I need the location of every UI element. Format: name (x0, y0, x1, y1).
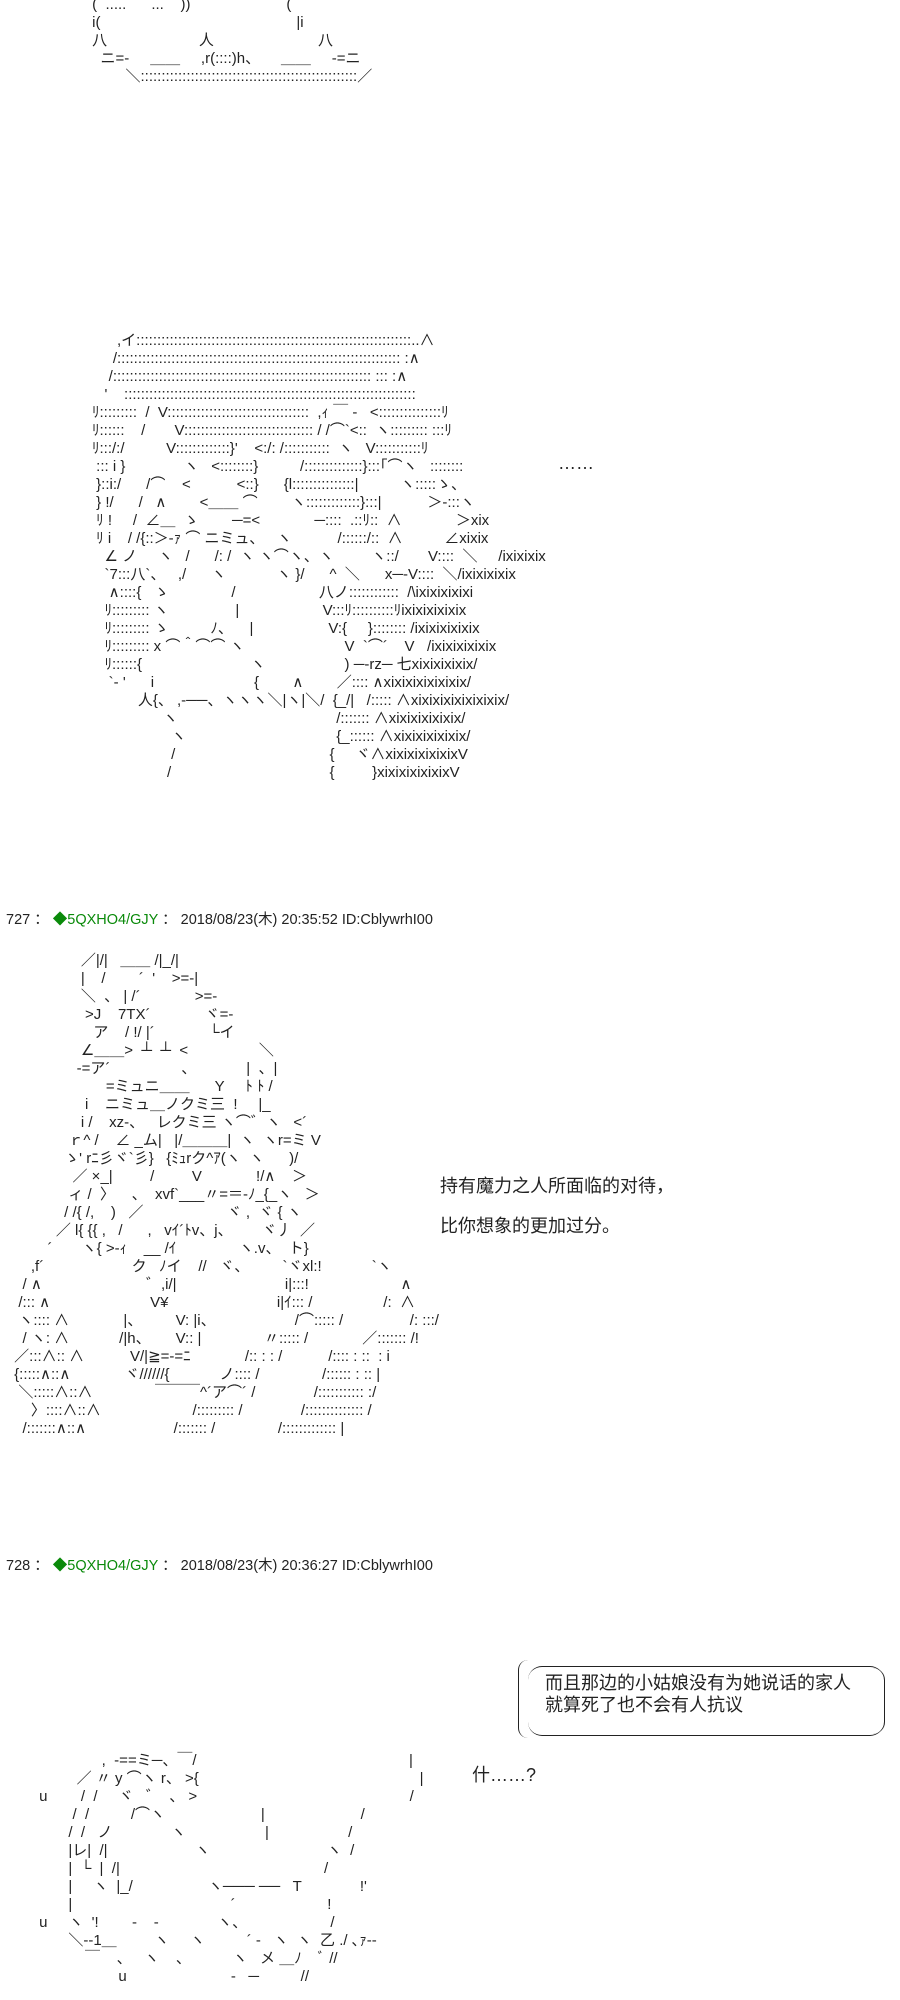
bubble-line-1: 而且那边的小姑娘没有为她说话的家人 (545, 1673, 851, 1693)
poster-trip[interactable]: ◆5QXHO4/GJY (52, 1558, 159, 1574)
speech-bubble-right-edge (872, 1668, 885, 1734)
poster-trip[interactable]: ◆5QXHO4/GJY (52, 912, 159, 928)
post-datetime: 2018/08/23(木) 20:35:52 (180, 912, 338, 928)
post-number: 728 (6, 1558, 31, 1574)
narration-line-2: 比你想象的更加过分。 (440, 1216, 620, 1236)
separator: ： (162, 1558, 177, 1574)
speech-bubble-text: 而且那边的小姑娘没有为她说话的家人 就算死了也不会有人抗议 (545, 1672, 851, 1716)
post-id[interactable]: ID:CblywrhI00 (341, 1558, 433, 1574)
ascii-art-scene-3: , -==ミ─、￣/ | ／ 〃 y ⌒ヽ r、 >{ | u / / ヾ ゛ … (39, 1752, 424, 1985)
post-datetime: 2018/08/23(木) 20:36:27 (180, 1558, 338, 1574)
post-id[interactable]: ID:CblywrhI00 (341, 912, 433, 928)
separator: ： (162, 912, 177, 928)
ascii-art-scene-2: ／|/| ＿＿ /|_/| | / ´ ' >=-| ＼ 、 | /´ >=- … (14, 952, 439, 1437)
speech-bubble-left-edge (518, 1660, 533, 1738)
speech-bubble (528, 1666, 884, 1736)
post-number: 727 (6, 912, 31, 928)
exclamation-text: 什……? (472, 1765, 537, 1785)
post-header-728: 728 ： ◆5QXHO4/GJY ： 2018/08/23(木) 20:36:… (6, 1554, 433, 1575)
ascii-art-top: ( ..... ... )) ( i( |i 八 人 八 ニ=- ＿＿ ,r(:… (92, 0, 373, 85)
separator: ： (34, 912, 49, 928)
bubble-line-2: 就算死了也不会有人抗议 (545, 1695, 743, 1715)
post-header-727: 727 ： ◆5QXHO4/GJY ： 2018/08/23(木) 20:35:… (6, 908, 433, 929)
ellipsis-text: …… (558, 453, 594, 473)
narration-line-1: 持有魔力之人所面临的对待， (440, 1176, 674, 1196)
separator: ： (34, 1558, 49, 1574)
ascii-art-scene-1: ,イ::::::::::::::::::::::::::::::::::::::… (92, 332, 546, 781)
